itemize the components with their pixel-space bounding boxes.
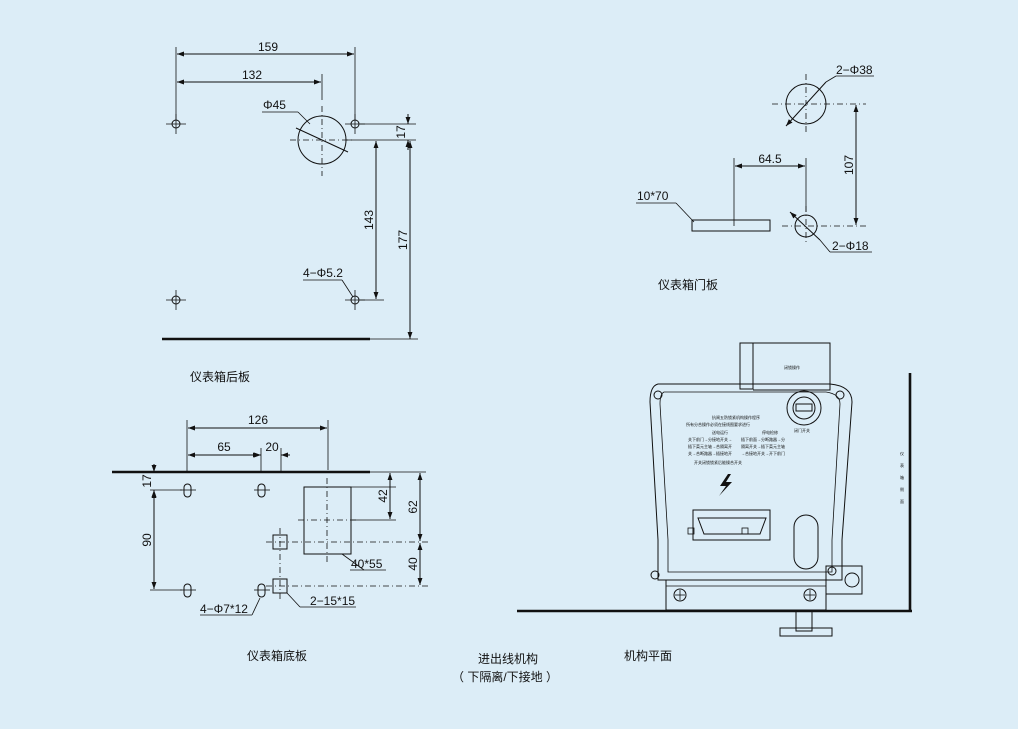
instruction-head-a: 送电运行 [712, 429, 728, 435]
side-label-1: 仪 [900, 451, 904, 456]
dim-4-phi5-2: 4−Φ5.2 [303, 266, 343, 280]
label-door-switch: 闭门开关 [794, 427, 810, 433]
dim-62: 62 [406, 500, 420, 514]
dim-2-15x15: 2−15*15 [310, 594, 355, 608]
dim-64-5: 64.5 [758, 152, 782, 166]
instruction-line-7: 开关闭锁锁紧后能操合开关 [694, 459, 742, 465]
caption-mechanism-plan: 机构平面 [624, 648, 672, 663]
dim-42: 42 [376, 489, 390, 503]
dim-132: 132 [242, 68, 262, 82]
instruction-line-5a: 插下菜元主轴→合隔离开 [688, 443, 732, 449]
lightning-icon [719, 474, 732, 496]
dim-177: 177 [396, 230, 410, 250]
dim-20: 20 [265, 440, 279, 454]
dim-17: 17 [394, 125, 408, 139]
instruction-line-4b: 插下前面→分断路器→分 [741, 436, 785, 442]
dim-159: 159 [258, 40, 278, 54]
dim-phi45: Φ45 [263, 98, 286, 112]
instruction-line-6b: →合接地开关→开下前门 [741, 450, 785, 456]
side-label-5: 面 [900, 499, 904, 504]
caption-door-panel: 仪表箱门板 [658, 277, 718, 292]
dim-17-bottom: 17 [140, 474, 154, 488]
dim-2-phi18: 2−Φ18 [832, 239, 869, 253]
door-panel-drawing: 2−Φ38 107 64.5 10*70 2−Φ18 仪表箱门板 [636, 63, 874, 292]
dim-2-phi38: 2−Φ38 [836, 63, 873, 77]
dim-4-phi7x12: 4−Φ7*12 [200, 602, 248, 616]
instruction-line-6a: 关→合断路器→插接地开 [688, 450, 732, 456]
bottom-panel-drawing: 126 65 20 17 90 [112, 413, 430, 663]
caption-mechanism-sub: （ 下隔离/下接地 ） [452, 669, 558, 684]
instruction-line-2: 所有分合操作必须在接线图要求进行 [686, 421, 750, 427]
instruction-line-1: 抗闸五防锁紧机构操作程序 [712, 414, 760, 420]
instruction-line-5b: 隔离开关→插下菜元主轴 [741, 443, 785, 449]
caption-back-panel: 仪表箱后板 [190, 369, 250, 384]
dim-126: 126 [248, 413, 268, 427]
instruction-head-b: 停电检修 [762, 429, 778, 435]
mechanism-plan-drawing: 闭锁操作 闭门开关 抗闸五防锁紧机构操作程序 所有分合操作必须在接线图要求进行 … [517, 342, 912, 663]
caption-bottom-panel: 仪表箱底板 [247, 648, 307, 663]
mechanism-caption: 进出线机构 （ 下隔离/下接地 ） [452, 651, 558, 684]
dim-10x70: 10*70 [637, 189, 669, 203]
dim-90: 90 [140, 533, 154, 547]
caption-mechanism: 进出线机构 [478, 651, 538, 666]
dim-40: 40 [406, 557, 420, 571]
back-panel-drawing: 159 132 Φ45 17 143 177 [162, 40, 418, 384]
dim-40x55: 40*55 [351, 557, 383, 571]
dim-143: 143 [362, 210, 376, 230]
dim-107: 107 [842, 155, 856, 175]
side-label-2: 表 [900, 462, 904, 468]
side-label-4: 侧 [900, 486, 904, 492]
label-lock-operation: 闭锁操作 [784, 364, 800, 370]
instruction-line-4a: 关下前门→分接地开关→ [688, 436, 732, 442]
dim-65: 65 [217, 440, 231, 454]
side-label-3: 箱 [900, 474, 904, 480]
